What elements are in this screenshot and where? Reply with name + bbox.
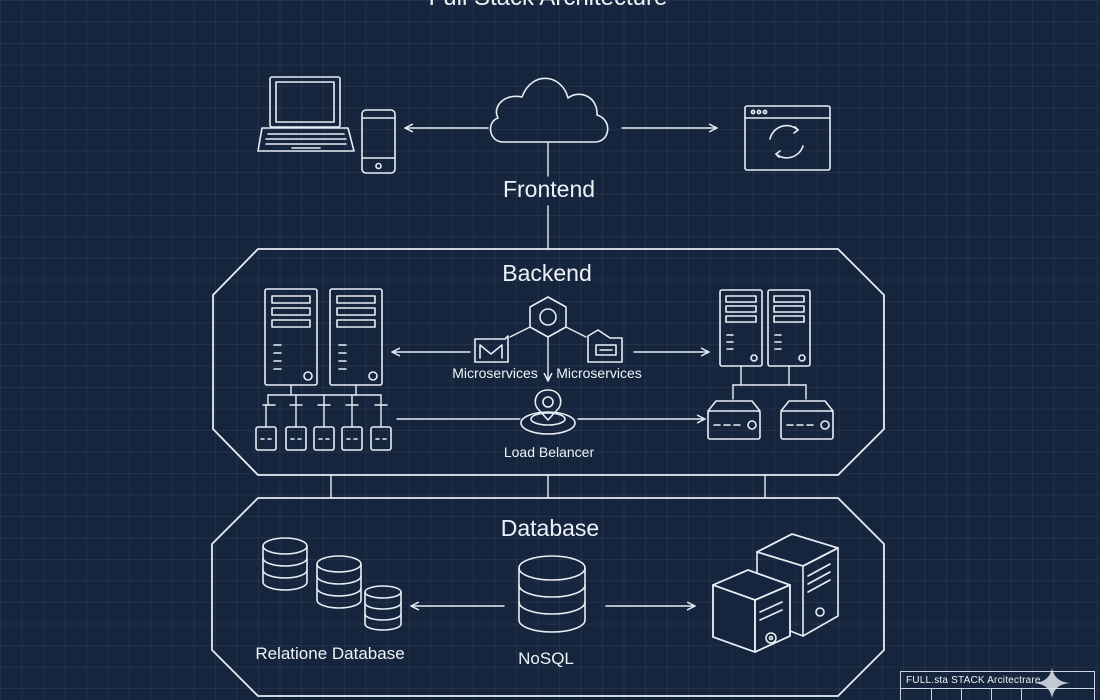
laptop-icon <box>257 76 355 152</box>
database-cylinder-icon <box>518 555 586 633</box>
inbox-icon <box>587 329 623 363</box>
server-rack-icon <box>264 288 318 386</box>
appliance-icon <box>707 400 761 440</box>
backend-panel <box>212 248 885 476</box>
switch-icon <box>285 426 307 451</box>
stamp-cell-divider <box>961 688 962 700</box>
server-box-icon <box>712 569 791 653</box>
hex-left-link <box>509 326 531 338</box>
server-rack-icon <box>719 289 763 367</box>
smartphone-icon <box>361 109 396 174</box>
database-cylinder-icon <box>262 537 308 591</box>
mail-icon <box>474 335 509 363</box>
backend-label: Backend <box>502 260 592 286</box>
stamp-rule <box>901 688 1094 689</box>
database-cylinder-icon <box>364 585 402 631</box>
database-label: Database <box>501 515 599 541</box>
diagram-title: Full Stack Architecture <box>429 0 668 11</box>
server-box-icon <box>756 533 839 637</box>
stamp-cell-divider <box>931 688 932 700</box>
server-rack-icon <box>329 288 383 386</box>
hex-right-link <box>565 326 587 338</box>
relational-database-label: Relatione Database <box>255 644 404 663</box>
database-panel <box>211 497 885 697</box>
switch-icon <box>341 426 363 451</box>
switch-icon <box>255 426 277 451</box>
nosql-label: NoSQL <box>518 649 574 668</box>
server-rack-icon <box>767 289 811 367</box>
stamp-text: FULL.sta STACK Arcitectrare <box>906 675 1041 686</box>
hexagon-node-icon <box>529 296 567 338</box>
load-balancer-icon <box>520 389 576 435</box>
microservices-right-label: Microservices <box>556 365 642 381</box>
stamp-cell-divider <box>991 688 992 700</box>
right-rack-wires <box>732 365 807 400</box>
switch-tree-wires <box>262 384 388 428</box>
stamp-cell-divider <box>1021 688 1022 700</box>
microservices-left-label: Microservices <box>452 365 538 381</box>
appliance-icon <box>780 400 834 440</box>
browser-window-icon <box>744 105 831 171</box>
title-block-stamp: FULL.sta STACK Arcitectrare <box>900 671 1095 700</box>
switch-icon <box>313 426 335 451</box>
sparkle-icon <box>1034 668 1070 698</box>
load-balancer-label: Load Belancer <box>504 444 595 460</box>
database-cylinder-icon <box>316 555 362 609</box>
switch-icon <box>370 426 392 451</box>
frontend-label: Frontend <box>503 176 595 202</box>
cloud-icon <box>489 77 609 143</box>
